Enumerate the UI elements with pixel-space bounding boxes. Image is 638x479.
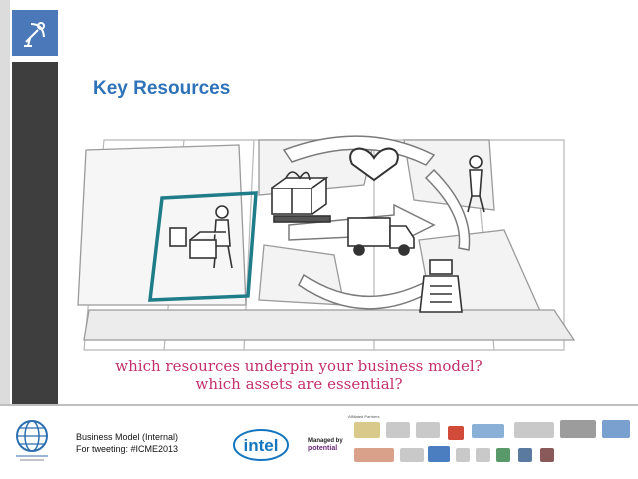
partner-logo <box>428 446 450 462</box>
partner-logo <box>476 448 490 462</box>
business-model-canvas-illustration <box>77 135 576 351</box>
question-assets: which assets are essential? <box>195 375 403 393</box>
partner-logo <box>540 448 554 462</box>
footer-text: Business Model (Internal) For tweeting: … <box>76 431 178 455</box>
partner-logo <box>518 448 532 462</box>
satellite-dish-icon <box>24 22 45 47</box>
globe-icon <box>16 420 48 461</box>
intel-logo: intel <box>233 429 289 461</box>
partner-logo <box>602 420 630 438</box>
footer-divider <box>0 404 638 406</box>
managed-by-label: Managed by <box>308 438 343 444</box>
slide-title: Key Resources <box>93 78 231 99</box>
partner-logo <box>514 422 554 438</box>
partner-logos: Affiliated Partners <box>348 414 632 470</box>
slide-logo <box>12 10 58 56</box>
partner-logo <box>354 448 394 462</box>
partner-logo <box>496 448 510 462</box>
partner-logo <box>386 422 410 438</box>
question-resources: which resources underpin your business m… <box>115 357 483 375</box>
intel-wordmark: intel <box>244 436 279 455</box>
left-edge-strip <box>0 0 10 479</box>
left-sidebar-bar <box>12 62 58 408</box>
partner-logo <box>354 422 380 438</box>
partner-logo <box>560 420 596 438</box>
managed-by: Managed by potential <box>308 438 343 452</box>
footer-line-1: Business Model (Internal) <box>76 432 179 442</box>
partner-logo <box>456 448 470 462</box>
managed-by-brand: potential <box>308 445 338 452</box>
partner-logo <box>448 426 464 440</box>
partner-logo <box>400 448 424 462</box>
affiliated-partners-label: Affiliated Partners <box>348 414 380 419</box>
key-resources-highlight <box>148 191 258 302</box>
partner-logo <box>416 422 440 438</box>
footer <box>0 406 638 479</box>
partner-logo <box>472 424 504 438</box>
footer-line-2: For tweeting: #ICME2013 <box>76 444 179 454</box>
